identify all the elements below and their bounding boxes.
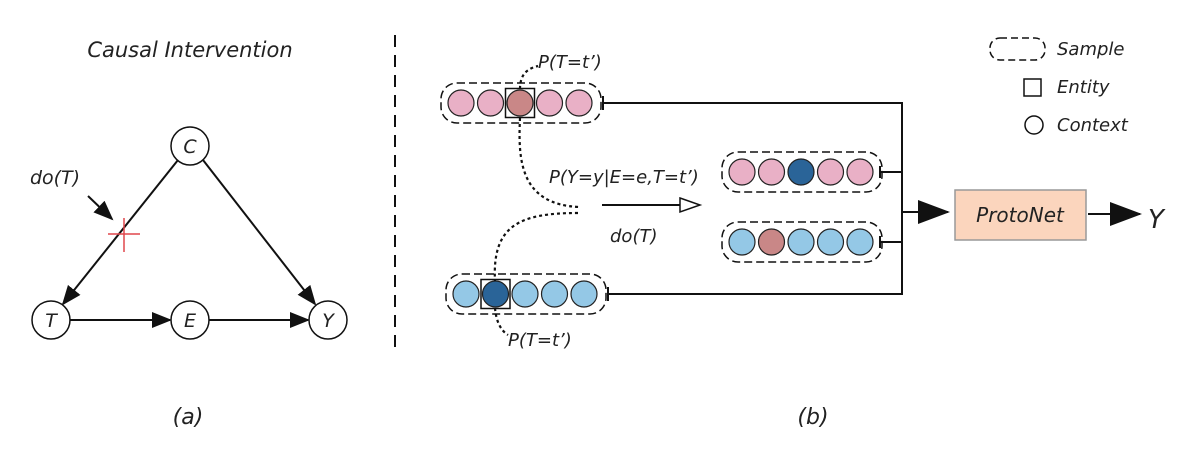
svg-text:T: T (45, 310, 58, 332)
dotted-paths (493, 64, 581, 336)
legend-context: Context (1057, 115, 1129, 136)
context-token (757, 228, 786, 256)
do-label: do(T) (30, 167, 80, 189)
legend-sample-icon (989, 37, 1046, 61)
context-token (728, 158, 756, 186)
edge-c-t (61, 159, 179, 306)
node-t: T (31, 300, 71, 340)
conditional-prob-label: P(Y=y|E=e,T=t’) (549, 167, 699, 188)
caption-b: (b) (797, 405, 828, 430)
context-token (476, 89, 505, 117)
context-token (481, 280, 510, 308)
context-token (447, 89, 475, 117)
intervened-sample-1 (721, 151, 883, 193)
legend-entity-icon (1023, 78, 1042, 97)
svg-text:C: C (183, 136, 197, 158)
context-token (511, 280, 539, 308)
legend-entity: Entity (1057, 77, 1110, 98)
node-c: C (170, 126, 210, 166)
context-token (846, 158, 874, 186)
legend-context-icon (1024, 115, 1044, 135)
context-token (452, 280, 480, 308)
sample-outline (445, 273, 607, 315)
node-e: E (170, 300, 210, 340)
intervened-sample-2 (721, 221, 883, 263)
panel-a-title: Causal Intervention (87, 38, 292, 62)
context-token (816, 228, 845, 256)
do-arrow (87, 195, 114, 221)
context-token (757, 158, 786, 186)
svg-text:Y: Y (322, 310, 335, 332)
do-arrow-hollow (602, 196, 703, 214)
connectors (602, 96, 1142, 301)
context-token (787, 158, 815, 186)
caption-a: (a) (173, 405, 204, 430)
intervention-cross-icon (108, 218, 140, 252)
bottom-prob-label: P(T=t’) (508, 330, 572, 351)
legend-sample: Sample (1057, 39, 1125, 60)
output-y: Y (1148, 205, 1166, 235)
context-token (846, 228, 874, 256)
causal-edges (61, 159, 317, 328)
context-token (506, 89, 534, 117)
top-prob-label: P(T=t’) (538, 52, 602, 73)
svg-text:E: E (184, 310, 196, 332)
context-token (816, 158, 845, 186)
context-token (787, 228, 815, 256)
edge-c-y (202, 159, 317, 306)
sample-rows (440, 82, 883, 315)
svg-text:ProtoNet: ProtoNet (976, 203, 1065, 227)
legend: Sample Entity Context (989, 37, 1129, 136)
bottom-sample (445, 273, 607, 315)
outer-connector (603, 102, 903, 295)
context-token (728, 228, 756, 256)
context-token (565, 89, 593, 117)
node-y: Y (308, 300, 348, 340)
context-token (535, 89, 564, 117)
context-token (540, 280, 569, 308)
do-t-label: do(T) (610, 226, 657, 247)
context-token (570, 280, 598, 308)
protonet-box: ProtoNet (954, 189, 1087, 241)
